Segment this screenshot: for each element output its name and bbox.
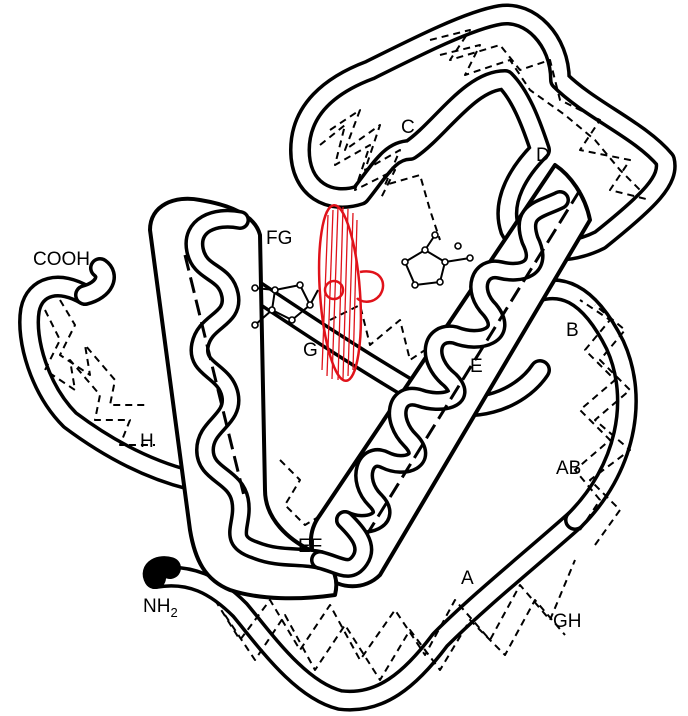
label-helix-b: B bbox=[566, 320, 579, 341]
label-nh2: NH2 bbox=[143, 596, 178, 620]
label-helix-h: H bbox=[140, 431, 154, 452]
helix-e-coil bbox=[335, 189, 582, 571]
helix-f-coil bbox=[183, 208, 330, 570]
label-gh: GH bbox=[553, 611, 582, 632]
label-helix-d: D bbox=[536, 145, 550, 166]
nh2-terminus bbox=[142, 556, 181, 589]
label-helix-ab: AB bbox=[556, 458, 581, 479]
dashed-helix-ab-b bbox=[574, 299, 631, 546]
label-helix-e: E bbox=[470, 356, 483, 377]
helix-ab-b-ribbon bbox=[509, 278, 638, 531]
proximal-histidine bbox=[251, 281, 319, 329]
cooh-terminus bbox=[74, 257, 116, 306]
dashed-helix-h bbox=[44, 299, 155, 446]
label-cooh: COOH bbox=[33, 249, 90, 270]
label-helix-c: C bbox=[401, 117, 415, 138]
helix-h-ribbon bbox=[18, 275, 201, 491]
helix-c-d-region bbox=[289, 3, 677, 262]
helix-a-ribbon bbox=[144, 509, 586, 712]
label-helix-g: G bbox=[303, 340, 318, 361]
ef-corner-loop bbox=[310, 510, 374, 578]
dashed-helix-c bbox=[319, 109, 441, 241]
dashed-helix-a bbox=[214, 559, 576, 681]
label-ef: EF bbox=[298, 536, 322, 557]
heme-group bbox=[317, 203, 385, 383]
label-helix-a: A bbox=[461, 568, 474, 589]
label-fg: FG bbox=[266, 228, 292, 249]
distal-histidine bbox=[401, 231, 474, 289]
dashed-helix-d bbox=[429, 29, 651, 201]
